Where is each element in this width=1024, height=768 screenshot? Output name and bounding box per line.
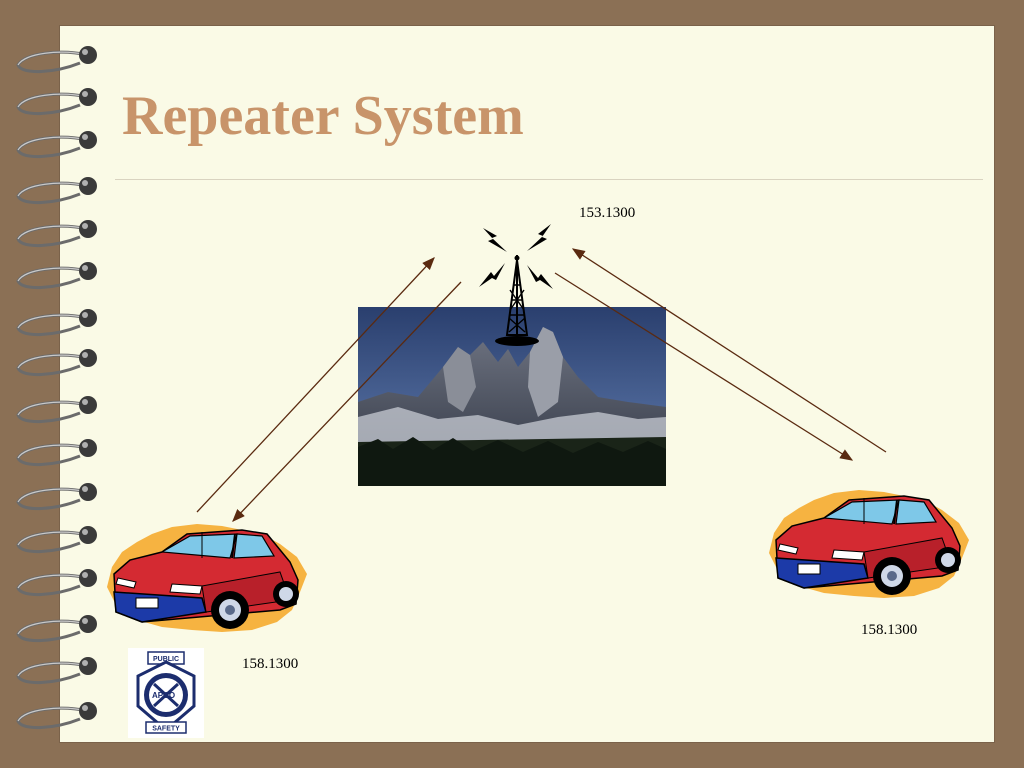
apco-logo: PUBLIC APCO SAFETY bbox=[128, 648, 204, 738]
svg-text:PUBLIC: PUBLIC bbox=[153, 656, 179, 663]
car-left bbox=[107, 524, 307, 632]
repeater-frequency-label: 153.1300 bbox=[579, 205, 636, 221]
title-divider bbox=[115, 179, 983, 180]
spiral-ring bbox=[16, 396, 97, 424]
spiral-ring bbox=[16, 439, 97, 467]
spiral-ring bbox=[16, 702, 97, 730]
spiral-ring bbox=[16, 349, 97, 377]
svg-text:SAFETY: SAFETY bbox=[152, 726, 180, 733]
spiral-ring bbox=[16, 262, 97, 290]
slide-title: Repeater System bbox=[122, 85, 524, 147]
arrow-right-car-to-tower bbox=[571, 248, 887, 453]
right-car-frequency-label: 158.1300 bbox=[861, 622, 918, 638]
spiral-ring bbox=[16, 220, 97, 248]
spiral-binding bbox=[16, 46, 97, 730]
arrow-left-car-to-tower bbox=[196, 257, 435, 513]
spiral-ring bbox=[16, 526, 97, 554]
spiral-ring bbox=[16, 46, 97, 74]
arrow-tower-to-left-car bbox=[232, 281, 462, 522]
spiral-ring bbox=[16, 131, 97, 159]
left-car-frequency-label: 158.1300 bbox=[242, 656, 299, 672]
spiral-ring bbox=[16, 483, 97, 511]
car-right bbox=[769, 490, 969, 598]
spiral-ring bbox=[16, 177, 97, 205]
apco-letters: APCO bbox=[152, 691, 175, 700]
spiral-ring bbox=[16, 88, 97, 116]
arrow-tower-to-right-car bbox=[554, 272, 854, 461]
spiral-ring bbox=[16, 569, 97, 597]
spiral-ring bbox=[16, 309, 97, 337]
spiral-ring bbox=[16, 615, 97, 643]
spiral-ring bbox=[16, 657, 97, 685]
antenna-tower-icon bbox=[479, 224, 553, 346]
